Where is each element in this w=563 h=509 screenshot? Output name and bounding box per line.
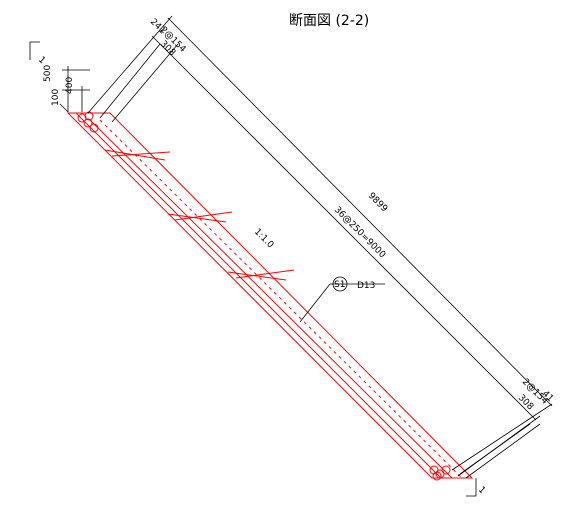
dimension-lines [29, 15, 553, 497]
dim-ext-top-2 [99, 43, 161, 119]
section-marker-bottom [466, 478, 477, 497]
label-rebar-spacing: 36@250=9000 [332, 205, 387, 260]
break-line-4 [174, 211, 233, 221]
member-outline [66, 112, 474, 479]
dim-line-spacing [151, 35, 537, 421]
label-rebar-mark: S1 [334, 280, 345, 290]
break-line-5 [227, 271, 287, 281]
label-top-offset: 100 [51, 89, 61, 106]
label-rebar-size: D13 [357, 281, 375, 291]
drawing-title: 断面図 (2-2) [289, 13, 370, 29]
label-section-top: 1 [36, 55, 47, 66]
rebar-circle [441, 465, 451, 475]
dim-ext-bottom-4 [459, 423, 531, 475]
label-slope: 1:1.0 [252, 227, 276, 251]
rebar-mark-circle [332, 276, 348, 292]
label-top-width-outer: 500 [43, 65, 53, 82]
rebar-leader-diag [299, 283, 331, 323]
dim-left-3 [59, 103, 69, 113]
break-line-6 [235, 269, 295, 279]
break-line-1 [104, 149, 166, 161]
label-section-bottom: 1 [476, 485, 487, 496]
rebar-circle [83, 118, 93, 128]
break-line-3 [167, 213, 227, 223]
dim-ext-top [87, 15, 173, 114]
rebar-circle [77, 113, 87, 123]
sloped-member [66, 111, 474, 481]
rebar-circle [89, 123, 99, 133]
break-line-2 [111, 151, 171, 157]
member-inner-line-1 [75, 112, 442, 479]
member-rebar-line [99, 119, 463, 479]
dimension-labels: 241 2@154 308 500 400 100 9899 36@250=90… [36, 17, 555, 496]
dim-ext-top-3 [111, 43, 179, 123]
label-total-length: 9899 [366, 191, 389, 214]
member-inner-line-2 [89, 119, 453, 479]
section-marker-top [29, 41, 40, 60]
dim-ext-bottom-3 [465, 423, 541, 479]
rebar-circle [432, 471, 442, 481]
dim-line-total [167, 17, 553, 407]
label-top-width-inner: 400 [65, 77, 75, 94]
dim-ext-bottom [451, 403, 553, 471]
